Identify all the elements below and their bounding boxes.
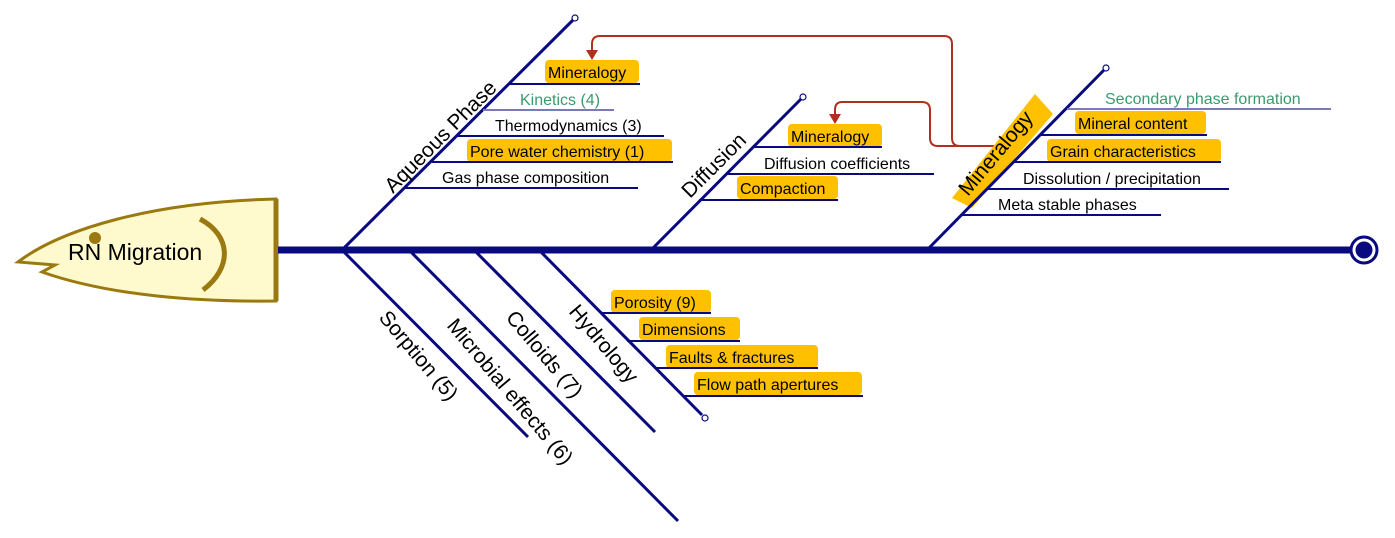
bone-line — [408, 249, 680, 523]
cause-highlight — [1047, 139, 1221, 162]
cause-label: Faults & fractures — [669, 350, 794, 367]
cause-item[interactable]: Thermodynamics (3) — [457, 118, 664, 137]
cause-label: Kinetics (4) — [520, 92, 600, 109]
fish-eye-icon — [89, 232, 101, 244]
bone-aqueous-phase[interactable]: Aqueous Phase Mineralogy Kinetics (4) Th… — [341, 14, 673, 251]
arrow-head-icon — [829, 114, 841, 124]
bone-line — [538, 249, 704, 417]
cause-item[interactable]: Faults & fractures — [655, 345, 818, 369]
bone-diffusion[interactable]: Diffusion Mineralogy Diffusion coefficie… — [650, 93, 934, 251]
bone-line — [473, 249, 657, 434]
cause-item[interactable]: Kinetics (4) — [483, 92, 614, 111]
cause-highlight — [639, 317, 740, 340]
cause-item[interactable]: Diffusion coefficients — [726, 156, 934, 175]
cause-label: Pore water chemistry (1) — [470, 144, 644, 161]
cause-label: Thermodynamics (3) — [495, 118, 642, 135]
cause-item[interactable]: Mineralogy — [510, 60, 640, 85]
bone-hydrology[interactable]: Hydrology Porosity (9) Dimensions Faults… — [538, 249, 863, 422]
head-label: RN Migration — [68, 239, 202, 265]
bone-end-icon — [1102, 64, 1110, 72]
bone-line — [341, 18, 575, 251]
cause-highlight — [694, 372, 862, 395]
bone-end-icon — [571, 14, 579, 22]
cause-highlight — [1075, 111, 1206, 134]
fish-gill-icon — [198, 216, 227, 292]
cause-highlight — [737, 176, 838, 199]
cause-label: Flow path apertures — [697, 377, 838, 394]
cause-item[interactable]: Porosity (9) — [600, 290, 711, 314]
cause-label: Compaction — [740, 181, 825, 198]
cause-label: Dissolution / precipitation — [1023, 171, 1201, 188]
cause-item[interactable]: Secondary phase formation — [1067, 91, 1331, 110]
cause-item[interactable]: Grain characteristics — [1013, 139, 1221, 163]
cause-label: Grain characteristics — [1050, 144, 1196, 161]
cause-item[interactable]: Mineralogy — [753, 124, 882, 148]
cause-highlight — [611, 290, 711, 313]
cause-item[interactable]: Meta stable phases — [960, 197, 1161, 216]
bone-label-highlight — [952, 94, 1053, 208]
arrow-head-icon — [586, 50, 598, 60]
bone-line — [341, 249, 530, 439]
bone-mineralogy[interactable]: Mineralogy Secondary phase formation Min… — [926, 64, 1331, 251]
fish-head[interactable]: RN Migration — [13, 197, 279, 303]
cause-label: Porosity (9) — [614, 295, 696, 312]
cause-label: Mineralogy — [548, 65, 626, 82]
bone-end-icon — [799, 93, 807, 101]
cause-label: Dimensions — [642, 322, 726, 339]
cause-highlight — [467, 139, 672, 162]
cause-item[interactable]: Dissolution / precipitation — [986, 171, 1229, 190]
cause-label: Secondary phase formation — [1105, 91, 1301, 108]
bone-line — [926, 68, 1106, 251]
bone-label: Microbial effects (6) — [442, 314, 577, 469]
cause-highlight — [545, 60, 639, 83]
cause-item[interactable]: Pore water chemistry (1) — [432, 139, 673, 163]
cause-item[interactable]: Mineral content — [1040, 111, 1207, 136]
link-mineralogy-to-aqueous-mineralogy — [591, 35, 1018, 147]
cause-item[interactable]: Flow path apertures — [682, 372, 863, 397]
cause-item[interactable]: Compaction — [699, 176, 838, 201]
link-mineralogy-to-diffusion-mineralogy — [834, 101, 960, 147]
cause-label: Meta stable phases — [998, 197, 1137, 214]
cause-item[interactable]: Dimensions — [627, 317, 740, 342]
cause-highlight — [666, 345, 818, 368]
cause-label: Diffusion coefficients — [764, 156, 910, 173]
bone-end-icon — [701, 414, 709, 422]
cause-highlight — [788, 124, 882, 147]
cause-item[interactable]: Gas phase composition — [405, 170, 638, 189]
cause-label: Mineral content — [1078, 116, 1188, 133]
cause-label: Gas phase composition — [442, 170, 609, 187]
spine-end-inner-icon — [1355, 241, 1373, 259]
cause-label: Mineralogy — [791, 129, 869, 146]
